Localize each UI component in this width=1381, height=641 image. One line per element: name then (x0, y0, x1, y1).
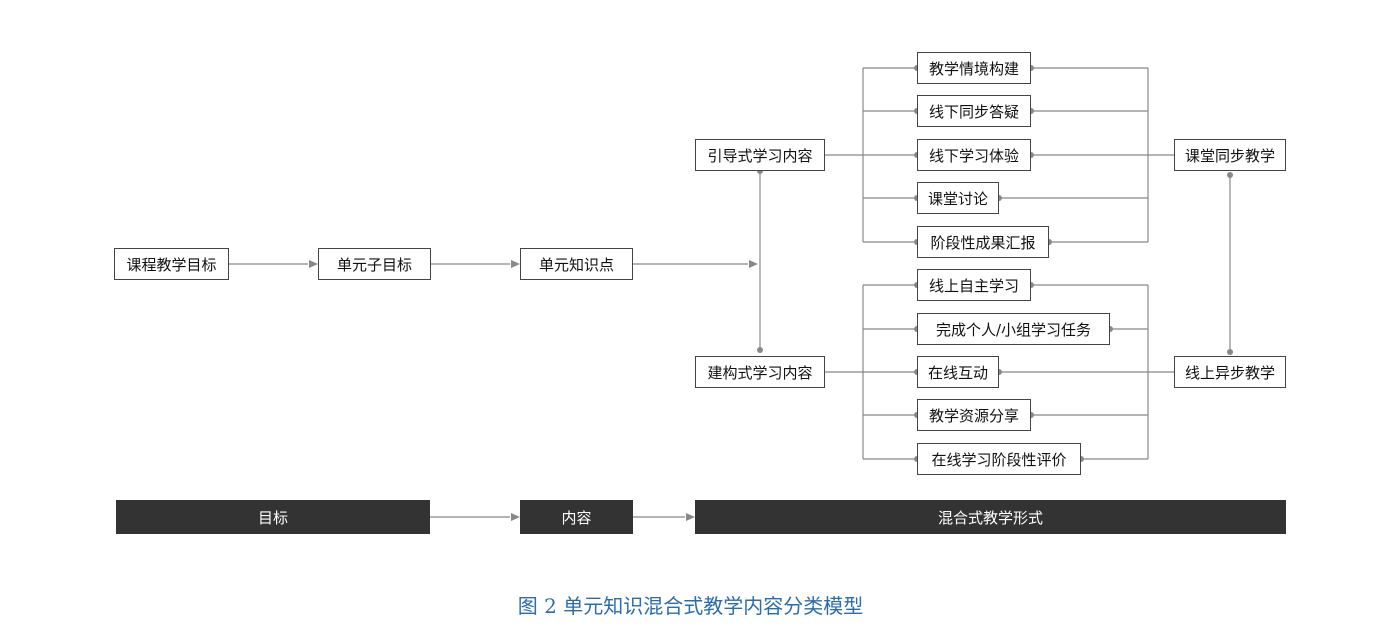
node-async-item: 教学资源分享 (917, 399, 1031, 431)
connector-dot (1227, 172, 1233, 178)
node-constructive-content: 建构式学习内容 (695, 356, 825, 388)
node-sync-item: 线下同步答疑 (917, 95, 1031, 127)
node-sync-item: 教学情境构建 (917, 52, 1031, 84)
node-async-item: 在线学习阶段性评价 (917, 443, 1081, 475)
figure-caption: 图 2 单元知识混合式教学内容分类模型 (517, 594, 864, 618)
node-online-async: 线上异步教学 (1174, 356, 1286, 388)
arrow-head (686, 513, 695, 521)
node-sync-item: 课堂讨论 (917, 182, 999, 214)
node-unit-subgoal: 单元子目标 (318, 248, 431, 280)
connector-dot (1227, 349, 1233, 355)
arrow-head (511, 260, 520, 268)
node-async-item: 完成个人/小组学习任务 (917, 313, 1110, 345)
node-guided-content: 引导式学习内容 (695, 139, 825, 171)
arrow-head (749, 260, 758, 268)
arrow-head (309, 260, 318, 268)
bar-goal: 目标 (116, 500, 430, 534)
bar-content: 内容 (520, 500, 633, 534)
node-async-item: 线上自主学习 (917, 269, 1031, 301)
node-unit-knowledge: 单元知识点 (520, 248, 633, 280)
node-sync-item: 阶段性成果汇报 (917, 226, 1049, 258)
node-classroom-sync: 课堂同步教学 (1174, 139, 1286, 171)
node-async-item: 在线互动 (917, 356, 999, 388)
node-sync-item: 线下学习体验 (917, 139, 1031, 171)
bar-blended-form: 混合式教学形式 (695, 500, 1286, 534)
arrow-head (511, 513, 520, 521)
connector-dot (757, 347, 763, 353)
node-course-goal: 课程教学目标 (114, 248, 229, 280)
